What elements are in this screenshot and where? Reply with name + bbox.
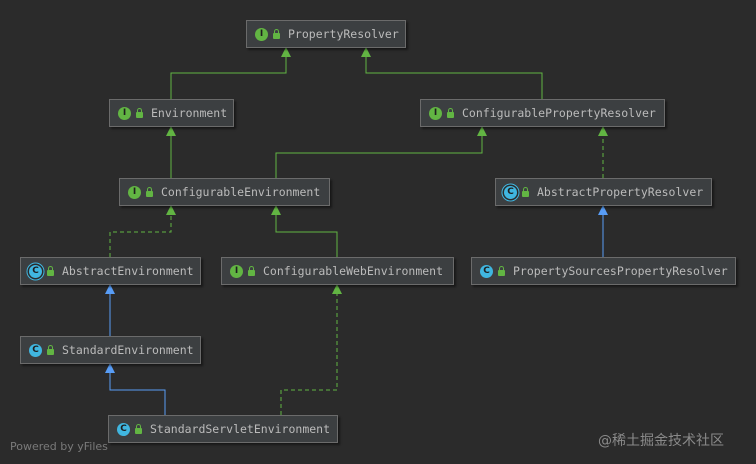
edge-abstract-environment-to-configurable-environment [109,205,176,257]
node-label: PropertyResolver [288,27,399,41]
node-configurable-property-resolver[interactable]: I ConfigurablePropertyResolver [420,99,665,127]
interface-icon: I [118,106,131,120]
edge-configurable-web-environment-to-configurable-environment [271,205,338,257]
node-label: StandardServletEnvironment [150,422,331,436]
edge-environment-to-property-resolver [170,47,291,99]
watermark: @稀土掘金技术社区 [598,433,724,449]
class-icon: C [117,422,130,436]
edge-configurable-environment-to-configurable-property-resolver [275,126,487,178]
public-lock-icon [447,107,454,118]
interface-icon: I [128,185,141,199]
node-label: Environment [151,106,228,120]
node-label: AbstractEnvironment [62,264,194,278]
node-abstract-property-resolver[interactable]: C AbstractPropertyResolver [495,178,712,206]
interface-icon: I [255,27,268,41]
node-standard-servlet-environment[interactable]: C StandardServletEnvironment [108,415,338,443]
edge-configurable-property-resolver-to-property-resolver [361,47,543,99]
public-lock-icon [135,423,142,434]
node-configurable-web-environment[interactable]: I ConfigurableWebEnvironment [221,257,454,285]
public-lock-icon [136,107,143,118]
public-lock-icon [522,186,529,197]
node-label: ConfigurableWebEnvironment [263,264,444,278]
public-lock-icon [47,344,54,355]
node-label: StandardEnvironment [62,343,194,357]
public-lock-icon [248,265,255,276]
node-label: AbstractPropertyResolver [537,185,704,199]
powered-by-footer: Powered by yFiles [10,440,108,453]
edge-standard-servlet-environment-to-configurable-web-environment [280,284,342,415]
class-icon: C [29,343,42,357]
abstract-class-icon: C [504,185,517,199]
public-lock-icon [47,265,54,276]
edges-layer [105,47,608,415]
node-label: ConfigurableEnvironment [161,185,321,199]
node-abstract-environment[interactable]: C AbstractEnvironment [20,257,201,285]
edge-standard-servlet-environment-to-standard-environment [105,363,166,415]
class-icon: C [480,264,493,278]
public-lock-icon [273,28,280,39]
public-lock-icon [498,265,505,276]
public-lock-icon [146,186,153,197]
interface-icon: I [429,106,442,120]
abstract-class-icon: C [29,264,42,278]
node-property-sources-property-resolver[interactable]: C PropertySourcesPropertyResolver [471,257,736,285]
interface-icon: I [230,264,243,278]
node-label: PropertySourcesPropertyResolver [513,264,728,278]
node-property-resolver[interactable]: I PropertyResolver [246,20,406,48]
node-standard-environment[interactable]: C StandardEnvironment [20,336,201,364]
node-configurable-environment[interactable]: I ConfigurableEnvironment [119,178,330,206]
node-environment[interactable]: I Environment [109,99,234,127]
node-label: ConfigurablePropertyResolver [462,106,656,120]
